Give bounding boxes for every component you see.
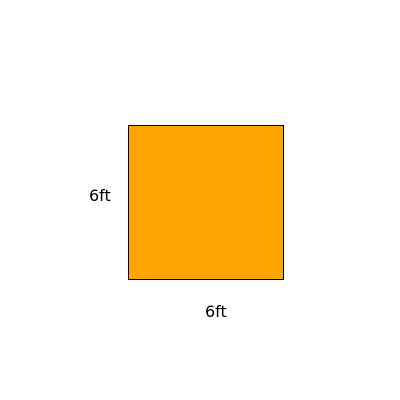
bottom-length-label: 6ft — [205, 302, 227, 321]
orange-square — [128, 125, 284, 280]
side-length-label: 6ft — [89, 186, 111, 205]
